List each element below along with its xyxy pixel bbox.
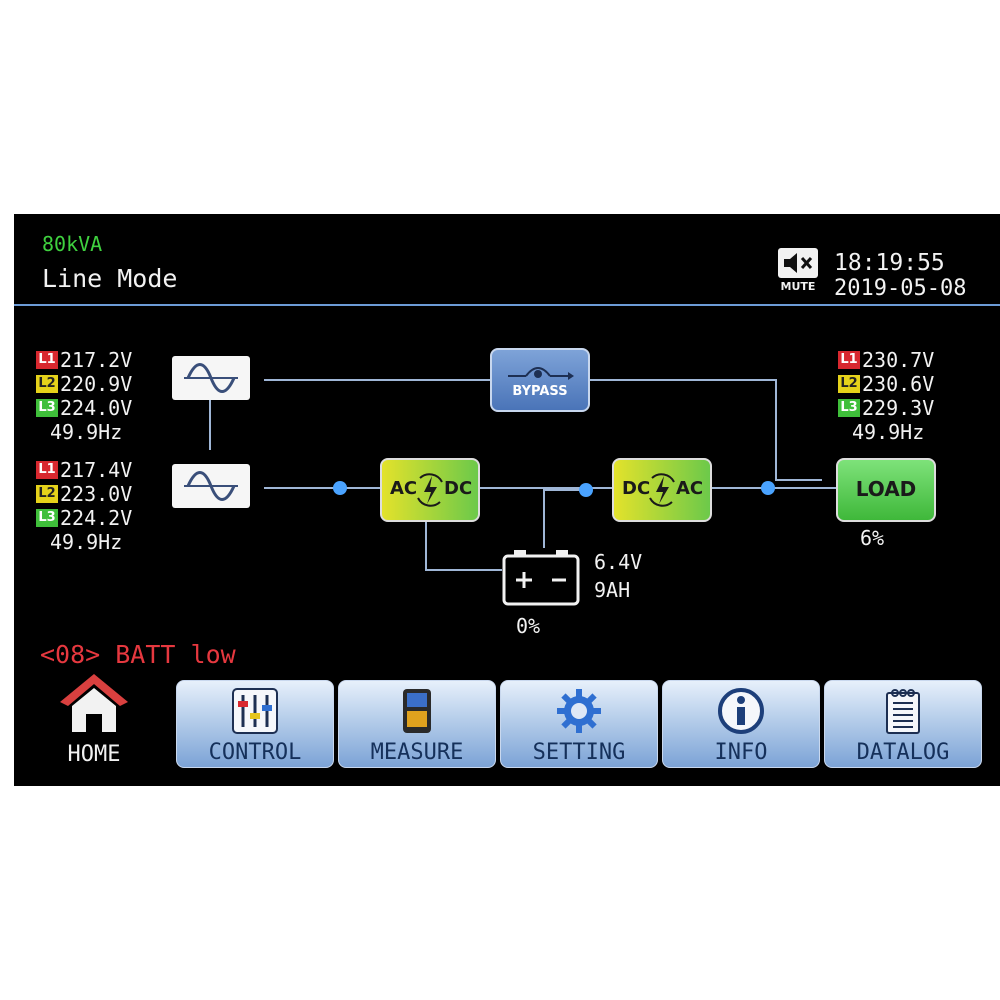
measure-button[interactable]: MEASURE — [338, 680, 496, 768]
main-l3-voltage: 224.2V — [60, 506, 133, 530]
phase-badge-l3: L3 — [838, 399, 860, 417]
control-label: CONTROL — [208, 740, 302, 765]
mute-icon — [778, 248, 818, 278]
flow-node-input — [333, 481, 347, 495]
sliders-icon — [232, 688, 278, 734]
info-button[interactable]: INFO — [662, 680, 820, 768]
alarm-message: <08> BATT low — [40, 640, 236, 669]
bypass-switch-icon — [508, 367, 574, 380]
home-icon — [60, 674, 128, 732]
main-source-sine-icon[interactable] — [172, 464, 250, 508]
bypass-module[interactable]: BYPASS — [490, 348, 590, 412]
phase-badge-l2: L2 — [36, 485, 58, 503]
rectifier-dc-label: DC — [444, 478, 473, 499]
load-percent: 6% — [860, 526, 885, 550]
output-frequency: 49.9Hz — [852, 420, 925, 444]
phase-badge-l1: L1 — [36, 351, 58, 369]
main-frequency: 49.9Hz — [50, 530, 123, 554]
bypass-l2-voltage: 220.9V — [60, 372, 133, 396]
inverter-dc-label: DC — [622, 478, 651, 499]
info-icon — [718, 688, 764, 734]
load-label: LOAD — [855, 477, 917, 501]
control-button[interactable]: CONTROL — [176, 680, 334, 768]
rectifier-ac-label: AC — [390, 478, 418, 499]
info-label: INFO — [714, 740, 768, 765]
operating-mode: Line Mode — [42, 264, 178, 293]
clock-date: 2019-05-08 — [834, 276, 967, 301]
flow-node-output — [761, 481, 775, 495]
flow-nodes — [333, 481, 775, 497]
phase-badge-l3: L3 — [36, 509, 58, 527]
flow-node-battery — [579, 483, 593, 497]
header-divider — [14, 304, 1000, 306]
measure-label: MEASURE — [370, 740, 464, 765]
power-flow-lines — [209, 379, 836, 571]
rectifier-module[interactable]: AC DC — [380, 458, 480, 522]
datalog-label: DATALOG — [856, 740, 950, 765]
bypass-l3-voltage: 224.0V — [60, 396, 133, 420]
ups-display: 80kVA Line Mode MUTE 18:19:55 2019-05-08 — [14, 214, 1000, 786]
model-rating: 80kVA — [42, 232, 103, 256]
output-l3-voltage: 229.3V — [862, 396, 935, 420]
inverter-lightning-icon — [649, 473, 675, 507]
battery-charge-percent: 0% — [516, 614, 541, 638]
output-l1-voltage: 230.7V — [862, 348, 935, 372]
load-module[interactable]: LOAD — [836, 458, 936, 522]
phase-badge-l3: L3 — [36, 399, 58, 417]
gear-icon — [557, 689, 601, 733]
main-l1-voltage: 217.4V — [60, 458, 133, 482]
clock-time: 18:19:55 — [834, 250, 945, 276]
inverter-module[interactable]: DC AC — [612, 458, 712, 522]
phase-badge-l1: L1 — [36, 461, 58, 479]
datalog-button[interactable]: DATALOG — [824, 680, 982, 768]
notepad-icon — [886, 689, 920, 734]
inverter-ac-label: AC — [676, 478, 704, 499]
battery-capacity: 9AH — [594, 578, 631, 602]
phase-badge-l2: L2 — [36, 375, 58, 393]
home-button[interactable]: HOME — [58, 670, 128, 770]
battery-icon — [502, 550, 580, 606]
setting-button[interactable]: SETTING — [500, 680, 658, 768]
phase-badge-l1: L1 — [838, 351, 860, 369]
main-l2-voltage: 223.0V — [60, 482, 133, 506]
mute-label: MUTE — [780, 280, 816, 293]
mute-button[interactable]: MUTE — [776, 248, 820, 296]
rectifier-lightning-icon — [417, 473, 443, 507]
meter-icon — [403, 689, 431, 733]
battery-module[interactable] — [502, 548, 580, 606]
output-l2-voltage: 230.6V — [862, 372, 935, 396]
setting-label: SETTING — [532, 740, 626, 765]
battery-voltage: 6.4V — [594, 550, 643, 574]
phase-badge-l2: L2 — [838, 375, 860, 393]
home-label: HOME — [67, 742, 121, 767]
bypass-frequency: 49.9Hz — [50, 420, 123, 444]
bypass-label: BYPASS — [512, 384, 568, 399]
bypass-l1-voltage: 217.2V — [60, 348, 133, 372]
bypass-source-sine-icon[interactable] — [172, 356, 250, 400]
